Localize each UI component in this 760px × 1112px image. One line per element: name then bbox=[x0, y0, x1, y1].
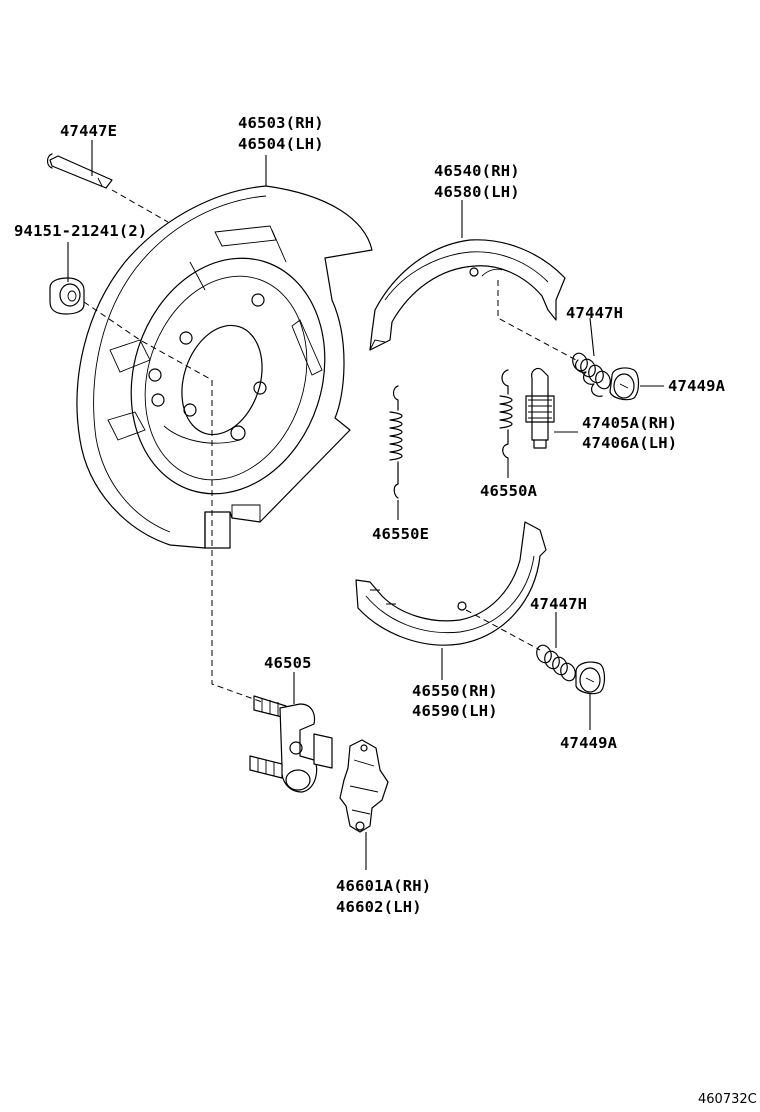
label-strut-rh: 46601A(RH) bbox=[336, 877, 431, 895]
upper-spring-cup bbox=[609, 367, 640, 401]
part-labels: 47447E 94151-21241(2) 46503(RH) 46504(LH… bbox=[14, 114, 726, 916]
label-shoe-upper-lh: 46580(LH) bbox=[434, 183, 520, 201]
label-bolt-qty: 94151-21241(2) bbox=[14, 222, 147, 240]
label-shoe-upper-rh: 46540(RH) bbox=[434, 162, 520, 180]
label-shoe-lower-lh: 46590(LH) bbox=[412, 702, 498, 720]
grommet-nut bbox=[49, 277, 85, 315]
adjuster-assembly bbox=[525, 367, 555, 449]
label-plate-rh: 46503(RH) bbox=[238, 114, 324, 132]
label-cup-lower: 47449A bbox=[560, 734, 618, 752]
upper-brake-shoe bbox=[369, 239, 566, 351]
label-adjuster-rh: 47405A(RH) bbox=[582, 414, 677, 432]
backing-plate bbox=[76, 185, 373, 549]
leader-lines bbox=[67, 140, 664, 870]
label-pin-lower: 47447H bbox=[530, 595, 587, 613]
upper-hold-down-spring bbox=[572, 352, 611, 397]
figure-code: 460732C bbox=[698, 1092, 757, 1107]
strut-assembly bbox=[339, 739, 389, 833]
label-shoe-lower-rh: 46550(RH) bbox=[412, 682, 498, 700]
parking-lever-bracket bbox=[249, 695, 333, 793]
label-spring-e: 46550E bbox=[372, 525, 429, 543]
label-pin-upper: 47447H bbox=[566, 304, 623, 322]
lower-hold-down-spring bbox=[536, 644, 576, 682]
lower-brake-shoe bbox=[355, 521, 547, 646]
anchor-bolt bbox=[46, 153, 113, 189]
label-strut-lh: 46602(LH) bbox=[336, 898, 422, 916]
label-spring-a: 46550A bbox=[480, 482, 538, 500]
label-lever: 46505 bbox=[264, 654, 312, 672]
label-adjuster-lh: 47406A(LH) bbox=[582, 434, 677, 452]
label-plate-lh: 46504(LH) bbox=[238, 135, 324, 153]
label-cup-upper: 47449A bbox=[668, 377, 726, 395]
return-spring-a bbox=[499, 369, 513, 459]
label-bolt: 47447E bbox=[60, 122, 117, 140]
lower-spring-cup bbox=[575, 661, 606, 695]
return-spring-e bbox=[389, 385, 403, 499]
